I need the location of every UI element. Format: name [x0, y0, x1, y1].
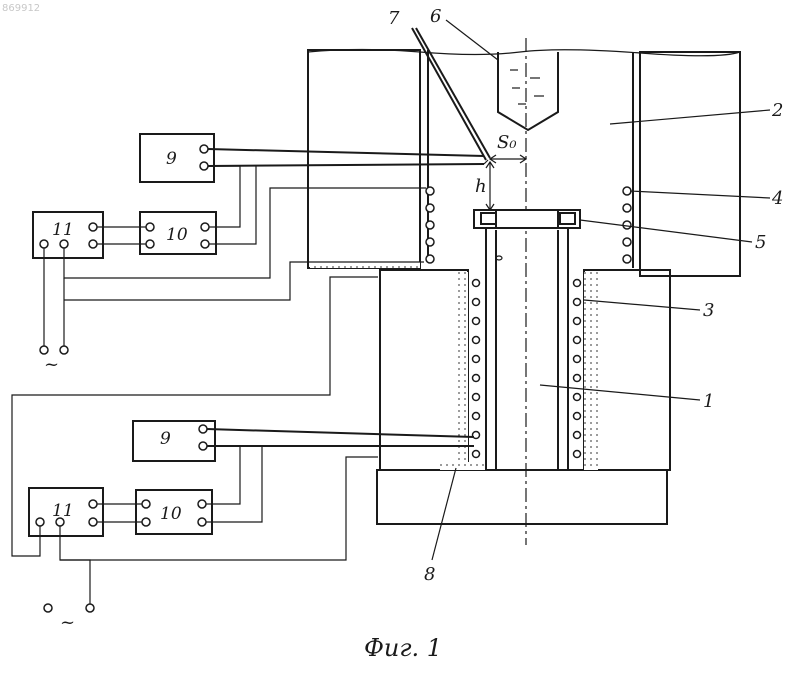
- upper-block-11-label: 11: [52, 220, 74, 240]
- label-8: 8: [424, 564, 435, 585]
- upper-furnace: [308, 50, 740, 277]
- label-h: h: [475, 176, 487, 197]
- label-2: 2: [771, 100, 783, 121]
- lower-heater-right: [574, 280, 581, 458]
- upper-block-9: [140, 134, 214, 182]
- lower-block-9-label: 9: [160, 429, 171, 449]
- upper-block-10-label: 10: [166, 225, 188, 245]
- corner-mark: 869912: [2, 3, 40, 14]
- upper-block-9-label: 9: [166, 149, 177, 169]
- lower-block-10-label: 10: [160, 504, 182, 524]
- leader-lines: [432, 20, 770, 560]
- label-1: 1: [703, 391, 714, 412]
- upper-heater-right: [623, 187, 631, 263]
- lower-control-circuit: 9 10 11 ~: [12, 277, 474, 633]
- figure-caption: Фиг. 1: [364, 634, 442, 662]
- label-s0: S₀: [497, 132, 517, 153]
- label-4: 4: [771, 188, 783, 209]
- upper-supply-symbol: ~: [44, 354, 59, 375]
- label-7: 7: [388, 8, 400, 29]
- lower-supply-symbol: ~: [60, 612, 75, 633]
- label-3: 3: [703, 300, 714, 321]
- label-5: 5: [755, 232, 766, 253]
- label-6: 6: [430, 6, 441, 27]
- upper-control-circuit: 9 10 11 ~: [33, 134, 484, 375]
- lower-block-11-label: 11: [52, 501, 74, 521]
- melt-crucible: [498, 52, 558, 130]
- lower-heater-left: [473, 280, 480, 458]
